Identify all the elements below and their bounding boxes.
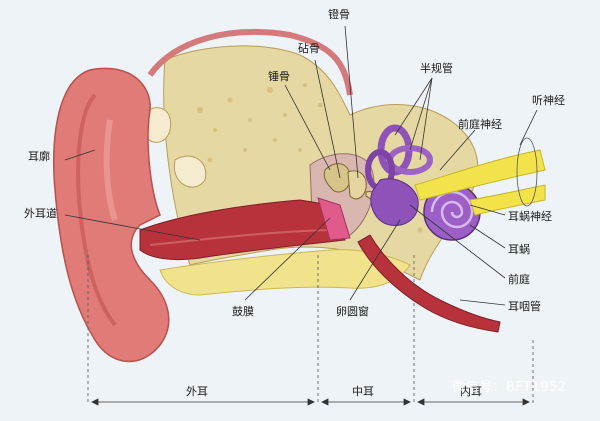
section-dividers [87,255,534,405]
label-semicircular-canals: 半规管 [420,62,453,75]
bone-texture [197,83,442,237]
ear-canal-shape [139,199,346,261]
label-auricle: 耳廓 [28,150,50,163]
label-stapes: 镫骨 [328,8,350,21]
label-malleus: 锤骨 [268,70,290,83]
watermark: 微信号：BFT1952 [452,380,567,395]
vestibule-shape [370,178,419,227]
section-arrows [91,398,530,406]
cochlea-spiral [430,190,474,229]
label-eardrum: 鼓膜 [232,305,254,318]
nerve-bundle-outline [516,137,538,207]
eardrum-shape [317,197,351,241]
antihelix [103,119,118,221]
leader-lines [64,25,538,306]
label-vestibular-nerve: 前庭神经 [458,118,502,131]
vestibular-nerve-shape [414,149,546,201]
section-inner-ear: 内耳 [460,385,482,398]
skin-layer [147,29,353,96]
label-auditory-nerve: 听神经 [532,94,565,107]
mastoid-cell-2 [173,155,207,188]
cochlear-nerve-shape [469,184,546,216]
label-vestibule: 前庭 [508,273,530,286]
canal-highlight [149,229,331,246]
label-cochlear-nerve: 耳蜗神经 [508,210,552,223]
label-ear-canal: 外耳道 [24,207,57,220]
eustachian-tube-shape [357,234,501,333]
incus-bone [347,170,367,200]
section-outer-ear: 外耳 [186,385,208,398]
malleus-bone [323,163,351,193]
helix-fold [76,93,117,327]
label-oval-window: 卵圆窗 [336,305,369,318]
label-eustachian-tube: 耳咽管 [508,300,541,313]
label-incus: 砧骨 [298,42,320,55]
section-middle-ear: 中耳 [352,385,374,398]
label-cochlea: 耳蜗 [508,243,530,256]
